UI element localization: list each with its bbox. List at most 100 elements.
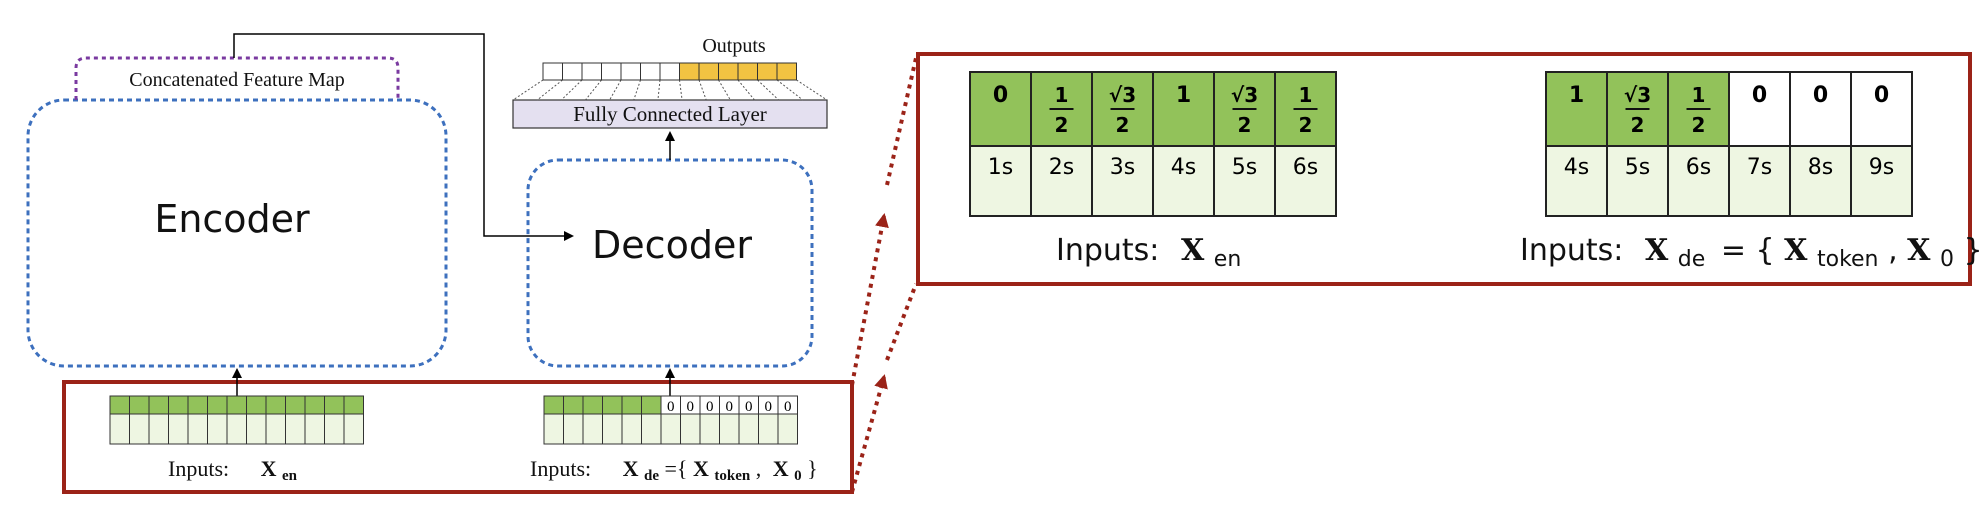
fan-line [796,79,828,101]
output-cell [640,62,661,81]
zero-cell-label: 0 [784,399,792,415]
zoom-bottom-cell [1213,145,1276,217]
zoom-encoder-caption: Inputs: X en [1056,233,1241,272]
zero-cell-label: 0 [706,399,714,415]
caption-sub: de [644,468,659,484]
strip-top-cell [343,395,364,415]
fc-layer-box [512,99,828,129]
fan-line [737,79,755,101]
strip-bottom-cell [187,413,208,445]
encoder-label: Encoder [154,197,310,241]
time-step-label: 4s [1171,155,1196,180]
caption-zero-symbol: X [1907,233,1931,268]
caption-prefix: Inputs: [530,456,591,481]
output-cell [737,62,758,81]
caption-symbol: X [623,456,639,481]
zoom-top-cell [1789,71,1852,147]
output-cell [757,62,778,81]
cell-value: 1 [1569,83,1584,108]
strip-bottom-cell [738,413,759,445]
zoom-connector-top-edge [885,57,918,186]
decoder-input-caption: Inputs: X de ={ X token , X 0 } [530,456,818,485]
zoom-bottom-cell [1606,145,1669,217]
outputs-label: Outputs [702,35,766,57]
caption-token-sub: token [714,468,750,484]
strip-top-cell [285,395,306,415]
caption-prefix: Inputs: [168,456,229,481]
output-cell [542,62,563,81]
zoom-connector-upper [850,213,889,386]
fraction-denominator: 2 [1238,113,1252,137]
caption-zero-sub: 0 [794,468,802,484]
zoom-connector-bottom-edge [885,283,918,361]
zoom-bottom-cell [1152,145,1215,217]
time-step-label: 1s [988,155,1013,180]
strip-top-cell [168,395,189,415]
fan-line [698,79,707,101]
fraction-numerator: √3 [1624,83,1651,107]
caption-symbol: X [1645,233,1669,268]
output-cell [659,62,680,81]
caption-token-symbol: X [693,456,709,481]
zero-cell-label: 0 [765,399,773,415]
strip-bottom-cell [324,413,345,445]
strip-bottom-cell [168,413,189,445]
strip-bottom-cell [129,413,150,445]
strip-bottom-cell [109,413,130,445]
caption-prefix: Inputs: [1520,233,1623,268]
strip-bottom-cell [246,413,267,445]
cell-value: 0 [1752,83,1767,108]
cell-value: 0 [993,83,1008,108]
zoom-top-cell [1213,71,1276,147]
strip-bottom-cell [777,413,798,445]
strip-bottom-cell [543,413,564,445]
strip-top-cell [187,395,208,415]
fraction-denominator: 2 [1299,113,1313,137]
strip-top-cell [304,395,325,415]
zero-cell-label: 0 [687,399,695,415]
caption-symbol: X [1181,233,1205,268]
inputs-frame [62,380,854,494]
zoom-bottom-cell [1030,145,1093,217]
strip-top-cell [621,395,642,415]
output-cell [718,62,739,81]
feature-map-box [74,56,400,100]
strip-bottom-cell [621,413,642,445]
strip-top-cell [265,395,286,415]
strip-top-cell [226,395,247,415]
caption-sub: en [282,468,298,484]
strip-bottom-cell [207,413,228,445]
output-cell [601,62,622,81]
fan-line [609,79,622,101]
zoom-decoder-caption: Inputs: X de = { X token , X 0 } [1520,233,1983,274]
caption-zero-symbol: X [773,456,789,481]
time-step-label: 9s [1869,155,1894,180]
strip-top-cell [543,395,564,415]
strip-top-cell [324,395,345,415]
time-step-label: 3s [1110,155,1135,180]
strip-bottom-cell [719,413,740,445]
fan-line [512,79,544,101]
zero-cell-label: 0 [745,399,753,415]
outputs-strip [542,62,797,81]
strip-bottom-cell [758,413,779,445]
zoom-top-cell [1545,71,1608,147]
zoom-bottom-cell [1728,145,1791,217]
caption-eq: ={ [665,456,688,481]
strip-bottom-cell [265,413,286,445]
fan-line [757,79,780,101]
strip-bottom-cell [641,413,662,445]
output-cell [620,62,641,81]
cell-value: 1 [1176,83,1191,108]
zoom-bottom-cell [1850,145,1913,217]
zoom-bottom-cell [1545,145,1608,217]
fan-line [679,79,683,101]
time-step-label: 6s [1293,155,1318,180]
caption-sub: de [1678,247,1706,272]
caption-prefix: Inputs: [1056,233,1159,268]
zoom-bottom-cell [1091,145,1154,217]
strip-top-cell [129,395,150,415]
